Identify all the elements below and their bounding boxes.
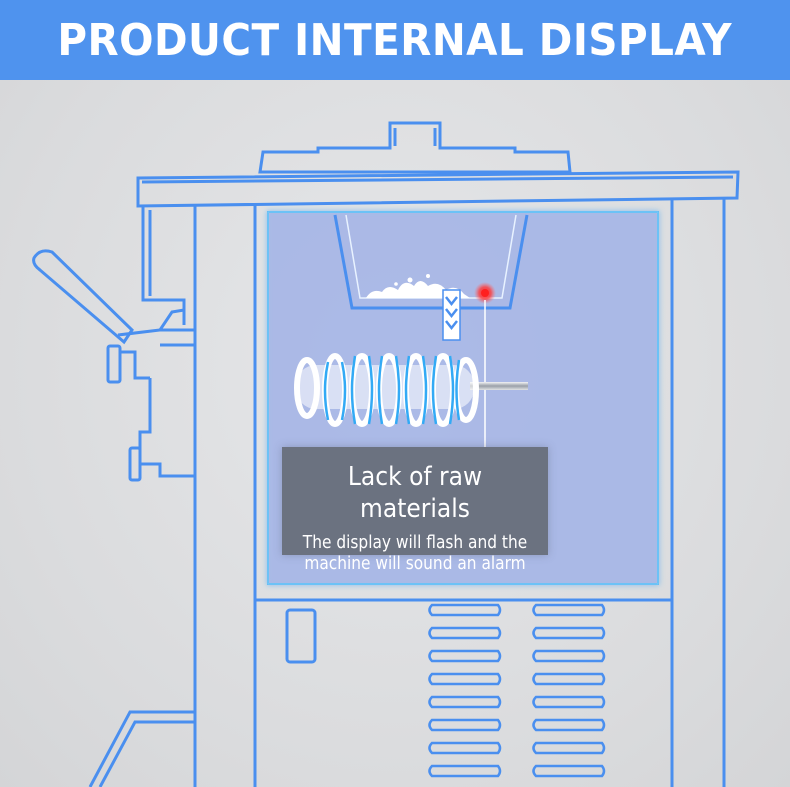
page-title: PRODUCT INTERNAL DISPLAY	[57, 14, 733, 66]
alarm-info-box: Lack of raw materials The display will f…	[282, 447, 548, 574]
info-description-line-2: machine will sound an alarm	[304, 554, 526, 574]
alarm-light-icon	[474, 282, 496, 304]
header-banner: PRODUCT INTERNAL DISPLAY	[0, 0, 790, 80]
machine-top-lid	[258, 121, 572, 174]
info-title: Lack of raw materials	[347, 462, 483, 524]
info-description-line-1: The display will flash and the	[302, 533, 528, 553]
info-description: The display will flash and the machine w…	[298, 533, 532, 575]
drip-tray	[88, 710, 195, 787]
dispense-handle	[32, 249, 195, 482]
machine-body-outline	[136, 170, 740, 787]
vent-slots	[428, 603, 606, 778]
down-arrows-icon	[442, 289, 461, 341]
auger-icon	[294, 353, 528, 427]
cabinet-small-door	[285, 608, 317, 664]
